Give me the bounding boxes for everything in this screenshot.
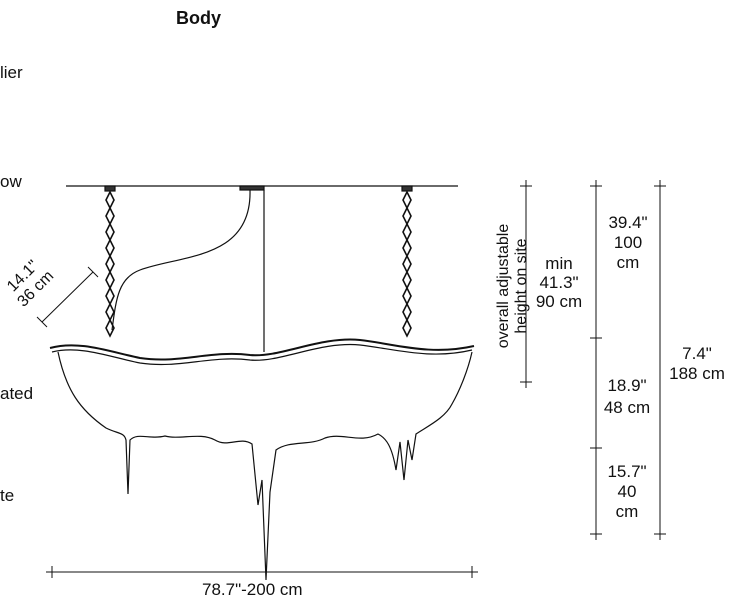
body-rim-inner — [51, 343, 473, 366]
cropped-text-1: lier — [0, 63, 23, 82]
upper-cm-unit: cm — [616, 253, 640, 272]
lower-cm-value: 40 — [617, 482, 637, 501]
arm-dimension-line — [41, 271, 94, 323]
center-mount — [239, 185, 265, 191]
lower-cm-unit: cm — [615, 502, 639, 521]
upper-segment-label: 39.4" 100 cm — [600, 213, 656, 273]
middle-segment-label: 18.9" 48 cm — [596, 375, 658, 419]
adjustable-height-label: overall adjustable height on site — [495, 211, 531, 361]
cropped-text-3: ated — [0, 384, 34, 403]
cropped-text-4: te — [0, 486, 15, 505]
min-word: min — [545, 254, 573, 273]
total-cm: 188 cm — [669, 364, 725, 383]
adjustable-line-1: overall adjustable — [495, 223, 512, 349]
lower-segment-label: 15.7" 40 cm — [602, 462, 652, 522]
upper-inches: 39.4" — [608, 213, 648, 232]
lower-inches: 15.7" — [607, 462, 647, 481]
left-chain — [105, 190, 115, 338]
min-height-label: min 41.3" 90 cm — [528, 254, 590, 311]
chandelier-body — [57, 351, 473, 581]
upper-cm-value: 100 — [613, 233, 643, 252]
min-inches: 41.3" — [539, 273, 579, 292]
total-inches: 7.4" — [682, 344, 712, 363]
total-height-label: 7.4" 188 cm — [662, 344, 732, 384]
arm-dimension-tick-b — [87, 266, 99, 278]
power-cable — [111, 189, 251, 331]
middle-cm: 48 cm — [603, 398, 651, 417]
arm-dimension-tick-a — [36, 316, 48, 328]
cropped-text-2: ow — [0, 172, 22, 191]
section-title: Body — [176, 8, 221, 28]
min-cm: 90 cm — [535, 292, 583, 311]
width-label: 78.7"-200 cm — [202, 580, 303, 599]
right-chain — [402, 190, 412, 338]
body-rim-top — [49, 338, 475, 361]
middle-inches: 18.9" — [607, 376, 647, 395]
